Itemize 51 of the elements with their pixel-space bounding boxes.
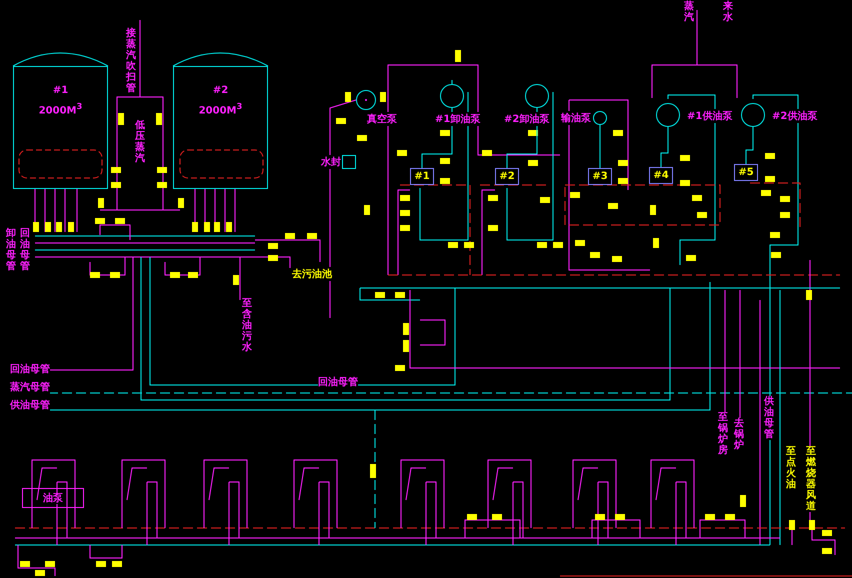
heater-box	[410, 168, 434, 185]
equipment-label: #2	[498, 171, 516, 182]
pipe-label: 供油母管	[10, 398, 50, 412]
pipe-label: 供油母管	[764, 396, 774, 440]
equipment-name: #1卸油泵	[434, 112, 482, 126]
pipe-label: 去锅炉	[734, 418, 744, 451]
pipe-label: 接蒸汽吹扫管	[126, 28, 136, 94]
pipe-label: 回油母管	[10, 362, 50, 376]
equipment-label: 2000M$^{3}$	[198, 102, 244, 116]
heater-box	[649, 167, 673, 184]
equipment-box	[22, 488, 84, 508]
pipe-label: 蒸汽母管	[10, 380, 50, 394]
equipment-label: #4	[652, 170, 670, 181]
pump-symbol	[525, 84, 549, 108]
pipe-label: 至锅炉房	[718, 412, 728, 456]
equipment-name: #2供油泵	[771, 109, 818, 123]
pipe-line	[660, 126, 668, 168]
pipe-label: 蒸汽	[684, 1, 694, 23]
equipment-box	[342, 155, 356, 169]
pipe-label: 去污油池	[292, 267, 332, 281]
pipe-label: 来水	[723, 1, 733, 23]
tank-box	[173, 66, 268, 189]
pipe-label: 低压蒸汽	[135, 120, 145, 164]
equipment-label: #3	[591, 171, 609, 182]
pump-symbol	[656, 103, 680, 127]
pipe-line	[746, 126, 754, 164]
pump-symbol	[440, 84, 464, 108]
pump-symbol	[741, 103, 765, 127]
pipe-label: 至燃烧器风道	[806, 446, 816, 512]
pump-symbol	[356, 90, 376, 110]
heater-box	[588, 168, 612, 185]
pipe-label: 回油母管	[20, 228, 30, 272]
equipment-name: #2卸油泵	[503, 112, 550, 126]
equipment-label: 油泵	[42, 492, 64, 504]
pipe-label: 至点火油	[786, 446, 796, 490]
pump-symbol	[593, 111, 607, 125]
equipment-name: 水封	[320, 155, 342, 169]
equipment-label: 2000M$^{3}$	[38, 102, 84, 116]
equipment-name: 真空泵	[366, 112, 398, 126]
pipe-label: 至含油污水	[242, 298, 252, 353]
equipment-label: #1	[52, 85, 70, 96]
heater-box	[734, 164, 758, 181]
pipe-label: 回油母管	[318, 375, 358, 389]
equipment-name: 输油泵	[560, 111, 592, 125]
tank-box	[13, 66, 108, 189]
equipment-label: #2	[212, 85, 230, 96]
equipment-label: #5	[737, 167, 755, 178]
pipe-label: 卸油母管	[6, 228, 16, 272]
heater-box	[495, 168, 519, 185]
equipment-name: #1供油泵	[686, 109, 734, 123]
equipment-label: #1	[413, 171, 431, 182]
